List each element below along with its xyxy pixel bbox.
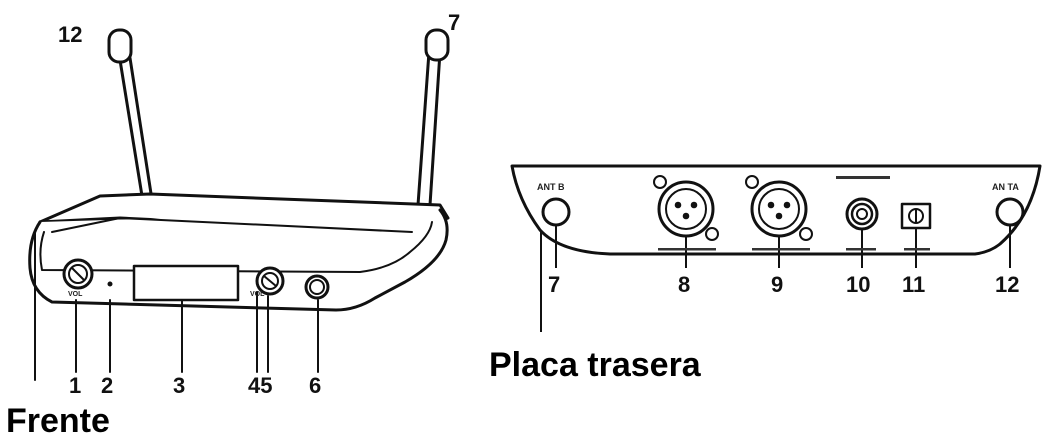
- callout-8: 8: [678, 272, 690, 297]
- xlr-output-9: [745, 175, 813, 241]
- power-indicator-2: [107, 281, 113, 287]
- dc-input-11: [900, 202, 932, 230]
- caption-rear: Placa trasera: [489, 346, 702, 384]
- callout-7-front: 7: [448, 10, 460, 35]
- xlr-output-8: [653, 175, 719, 241]
- rear-view: [510, 164, 1042, 332]
- antenna-a-jack: [995, 197, 1025, 227]
- svg-text:VOL: VOL: [250, 291, 265, 298]
- jack-output-10: [845, 197, 879, 231]
- callout-45: 45: [248, 373, 272, 398]
- callout-11: 11: [902, 272, 925, 297]
- lcd-display-3: [132, 264, 240, 302]
- callout-12-front: 12: [58, 22, 82, 47]
- antenna-right: [416, 28, 450, 207]
- callout-7-rear: 7: [548, 272, 560, 297]
- volume-knob-45: [255, 266, 285, 296]
- callout-10: 10: [846, 272, 870, 297]
- power-button-6: [304, 274, 330, 300]
- callout-12-rear: 12: [995, 272, 1019, 297]
- label-ant-a: AN TA: [992, 182, 1019, 192]
- antenna-b-jack: [541, 197, 571, 227]
- callout-2: 2: [101, 373, 113, 398]
- front-view: [28, 28, 450, 381]
- volume-knob-1: [62, 258, 94, 290]
- antenna-left: [107, 28, 154, 204]
- label-ant-b: ANT B: [537, 182, 565, 192]
- caption-front: Frente: [6, 402, 110, 438]
- callout-9: 9: [771, 272, 783, 297]
- svg-text:VOL: VOL: [68, 291, 83, 298]
- callout-1: 1: [69, 373, 81, 398]
- callout-6: 6: [309, 373, 321, 398]
- callout-3: 3: [173, 373, 185, 398]
